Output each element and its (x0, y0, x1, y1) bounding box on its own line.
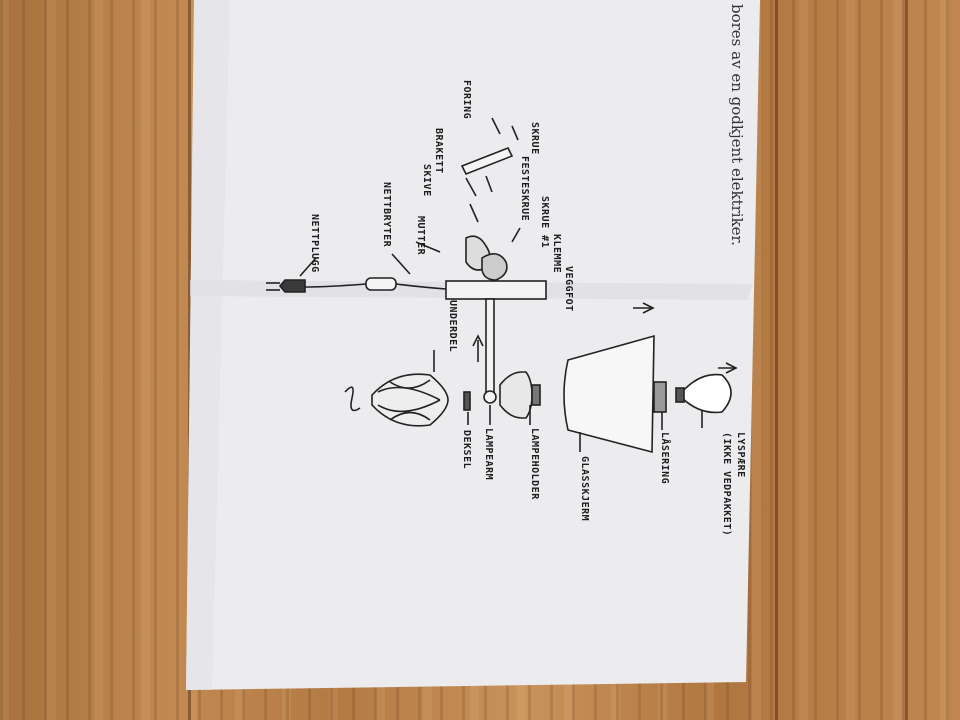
sheet-edge-text: bores av en godkjent elektriker. (728, 4, 746, 246)
label-deksel: DEKSEL (461, 430, 472, 470)
glass-shade (563, 334, 655, 454)
label-skrue-1: SKRUE #1 (539, 196, 550, 249)
plank-seam (905, 0, 908, 720)
lamp-arm (485, 298, 495, 400)
label-veggfot: VEGGFOT (563, 266, 574, 312)
label-skive: SKIVE (421, 164, 432, 197)
label-glasskjerm: GLASSKJERM (579, 456, 590, 522)
plank-seam (775, 0, 778, 720)
screw (511, 125, 519, 141)
lamp-holder (499, 371, 533, 419)
screw (485, 175, 493, 193)
lamp-diagram (266, 117, 738, 454)
bulb-base (675, 387, 685, 403)
leader-line (299, 257, 317, 277)
arrow-head (642, 302, 655, 314)
underdel-body (371, 373, 449, 427)
label-mutter: MUTTER (415, 216, 426, 256)
label-foring: FORING (461, 80, 472, 120)
label-nettplugg: NETTPLUGG (309, 214, 320, 273)
cover-piece (463, 391, 471, 411)
label-festeskrue: FESTESKRUE (519, 156, 530, 222)
locking-ring (653, 381, 667, 413)
bracket (460, 146, 514, 176)
arrow-head (725, 362, 738, 374)
underdel-twist (377, 379, 441, 421)
power-cord (395, 283, 447, 290)
nut (481, 253, 508, 281)
arrow-line (511, 227, 521, 243)
label-lampeholder: LAMPEHOLDER (529, 428, 540, 500)
washer (469, 203, 479, 223)
label-ikke-vedpakket: (IKKE VEDPAKKET) (721, 432, 732, 537)
label-lamparm: LAMPEARM (483, 428, 494, 481)
plank-seam (188, 0, 191, 720)
label-lasering: LÅSERING (659, 432, 670, 485)
label-underdel: UNDERDEL (447, 300, 458, 353)
screw (465, 177, 477, 197)
label-brakett: BRAKETT (433, 128, 444, 174)
label-lyspare: LYSPÆRE (735, 432, 746, 478)
screw (491, 117, 501, 135)
paper-shadow (186, 0, 230, 690)
inline-switch (365, 277, 397, 291)
wall-base (445, 280, 547, 300)
plug-cord (304, 283, 367, 288)
label-klemme: KLEMME (551, 234, 562, 274)
arrow-head (472, 334, 484, 347)
leader-line (391, 253, 411, 275)
underdel-hook (344, 386, 361, 412)
leader-line (415, 241, 441, 253)
socket-thread (531, 384, 541, 406)
label-nettbryter: NETTBRYTER (381, 182, 392, 248)
light-bulb (681, 373, 732, 414)
arm-joint (483, 390, 497, 404)
power-plug (278, 279, 306, 293)
label-skrue: SKRUE (529, 122, 540, 155)
